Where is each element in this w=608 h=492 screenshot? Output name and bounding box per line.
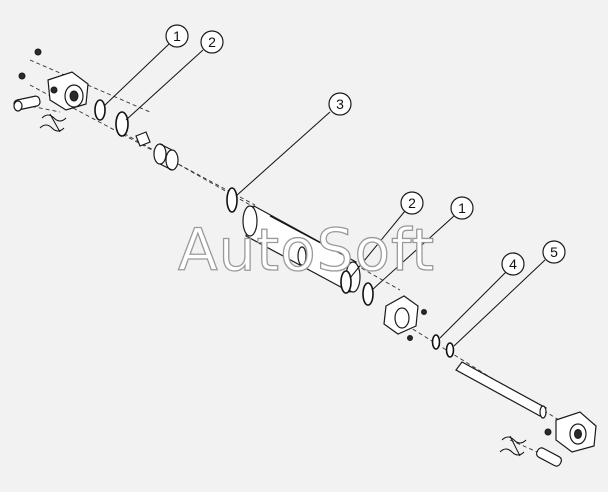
leader-b5 bbox=[453, 259, 546, 347]
head-screw-2 bbox=[407, 335, 413, 341]
left-clip-pin bbox=[49, 113, 61, 133]
left-seals bbox=[94, 99, 129, 137]
washers bbox=[431, 334, 455, 358]
washer-4 bbox=[431, 334, 441, 350]
balloon-b4-label: 4 bbox=[509, 256, 517, 272]
left-clip-2 bbox=[39, 124, 65, 132]
balloon-b3: 3 bbox=[328, 92, 352, 116]
left-end-fitting bbox=[13, 48, 89, 133]
leader-b2-top bbox=[125, 49, 204, 121]
piston-set bbox=[135, 131, 179, 171]
right-end-fitting bbox=[499, 411, 597, 467]
right-pin bbox=[535, 447, 563, 467]
barrel-highlight bbox=[269, 215, 331, 249]
barrel-inner-ring bbox=[297, 246, 307, 266]
balloon-b1-top-label: 1 bbox=[173, 28, 181, 44]
rod-body bbox=[455, 361, 547, 417]
axis-line-pin-left bbox=[24, 104, 61, 113]
balloon-b1-top: 1 bbox=[165, 24, 189, 48]
left-screw-head-2 bbox=[34, 48, 42, 56]
seal-ring-2-mid bbox=[340, 270, 352, 294]
balloon-b1-mid: 1 bbox=[450, 196, 474, 220]
seal-ring-1-left bbox=[94, 99, 106, 121]
right-clevis-hole bbox=[574, 429, 582, 439]
leader-b1-mid bbox=[371, 215, 455, 291]
washer-5 bbox=[445, 342, 455, 358]
head-bore bbox=[394, 307, 410, 329]
piston-rod bbox=[455, 361, 547, 419]
small-bushing bbox=[135, 131, 151, 147]
balloon-b5-label: 5 bbox=[550, 244, 558, 260]
balloon-b5: 5 bbox=[542, 240, 566, 264]
leader-b4 bbox=[439, 271, 507, 339]
balloon-b2-top: 2 bbox=[200, 30, 224, 54]
mid-seals bbox=[340, 270, 374, 306]
leader-b1-top bbox=[103, 43, 170, 107]
right-clip-pin bbox=[509, 435, 521, 457]
left-screw-head-1 bbox=[18, 72, 26, 80]
seal-ring-2-left bbox=[115, 111, 129, 137]
piston-edge-top bbox=[159, 143, 173, 151]
barrel-front-end bbox=[242, 205, 258, 237]
axis-line-top bbox=[29, 59, 151, 113]
rod-end bbox=[539, 405, 547, 419]
head-screw-1 bbox=[421, 309, 427, 315]
cylinder-barrel bbox=[242, 205, 361, 293]
balloon-b1-mid-label: 1 bbox=[458, 200, 466, 216]
leader-lines bbox=[103, 43, 546, 347]
balloon-b4: 4 bbox=[501, 252, 525, 276]
leader-b3 bbox=[235, 111, 331, 197]
left-pin-head bbox=[13, 100, 23, 112]
o-ring-3 bbox=[226, 187, 238, 213]
left-clip-1 bbox=[41, 114, 67, 122]
seal-ring-1-mid bbox=[362, 282, 374, 306]
right-grease-nipple bbox=[544, 428, 552, 436]
right-clip-2 bbox=[499, 448, 525, 456]
balloon-b3-label: 3 bbox=[336, 96, 344, 112]
piston-front bbox=[153, 143, 167, 165]
right-clip-1 bbox=[501, 436, 527, 444]
left-grease-nipple bbox=[50, 86, 58, 94]
piston-back bbox=[165, 149, 179, 171]
left-clevis-hole bbox=[69, 90, 79, 102]
watermark: AutoSoft bbox=[178, 216, 435, 284]
balloon-b2-top-label: 2 bbox=[208, 34, 216, 50]
balloon-b2-mid: 2 bbox=[400, 191, 424, 215]
cylinder-head bbox=[383, 295, 427, 341]
leader-b2-mid bbox=[349, 210, 406, 279]
balloon-b2-mid-label: 2 bbox=[408, 195, 416, 211]
piston-edge-bottom bbox=[159, 163, 173, 171]
